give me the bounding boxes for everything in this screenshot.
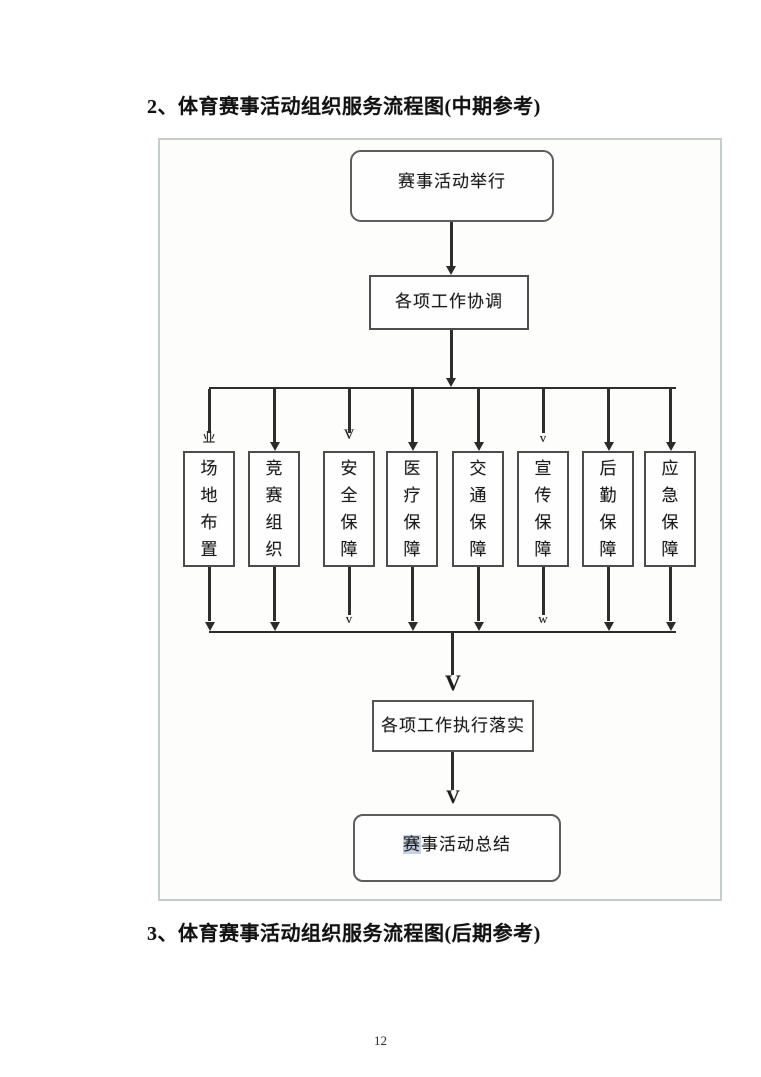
node-event-summary-label: 赛事活动总结 (403, 835, 511, 854)
branch-3-arrow-bottom-line (347, 567, 351, 615)
branch-5-arrow-bottom-line (476, 567, 480, 621)
branch-8-arrowhead-bottom-icon (666, 622, 676, 631)
branch-8-arrowhead-icon (666, 442, 676, 451)
branch-4-box: 医疗保障 (386, 451, 438, 567)
branch-4-arrowhead-icon (408, 442, 418, 451)
node-event-held: 赛事活动举行 (350, 150, 554, 222)
branch-6-arrow-top-line (541, 389, 545, 433)
node-work-coordination-label: 各项工作协调 (395, 292, 503, 311)
branch-1-arrowhead-bottom-icon (205, 622, 215, 631)
branch-3-box: 安全保障 (323, 451, 375, 567)
branch-5-arrowhead-bottom-icon (474, 622, 484, 631)
branch-1-box: 场地布置 (183, 451, 235, 567)
branch-2-box: 竞赛组织 (248, 451, 300, 567)
arrowhead-coord-icon (446, 266, 456, 275)
connector-start-coord (450, 222, 453, 266)
connector-exec-summary (451, 752, 454, 790)
branch-6-label: 宣传保障 (534, 459, 552, 559)
branch-1-arrow-top-line (207, 389, 211, 433)
branch-5-arrow-top-line (476, 389, 480, 442)
branch-6-arrowhead-bottom-glyph-icon: w (538, 611, 548, 626)
arrowhead-distribution-icon (446, 378, 456, 387)
distribution-line (209, 387, 676, 389)
branch-6-box: 宣传保障 (517, 451, 569, 567)
branch-6-arrowhead-glyph-icon: v (539, 430, 547, 445)
branch-8-label: 应急保障 (661, 459, 679, 559)
branch-5-arrowhead-icon (474, 442, 484, 451)
branch-3-label: 安全保障 (340, 459, 358, 559)
branch-2-arrow-bottom-line (272, 567, 276, 621)
branch-1-label: 场地布置 (200, 459, 218, 559)
node-work-execution-label: 各项工作执行落实 (381, 716, 525, 735)
connector-coord-branches (450, 330, 453, 378)
branch-7-arrow-top-line (606, 389, 610, 442)
node-event-held-label: 赛事活动举行 (398, 172, 506, 191)
branch-7-label: 后勤保障 (599, 459, 617, 559)
page-number: 12 (374, 1033, 387, 1048)
branch-3-arrowhead-bottom-glyph-icon: v (345, 611, 353, 626)
branch-2-label: 竞赛组织 (265, 459, 283, 559)
summary-highlighted-char: 赛 (403, 835, 421, 854)
branch-8-arrow-top-line (668, 389, 672, 442)
node-work-coordination: 各项工作协调 (369, 275, 529, 330)
node-event-summary: 赛事活动总结 (353, 814, 561, 882)
branch-4-arrow-top-line (410, 389, 414, 442)
branch-7-arrowhead-bottom-icon (604, 622, 614, 631)
node-work-execution: 各项工作执行落实 (372, 700, 534, 752)
branch-8-arrow-bottom-line (668, 567, 672, 621)
section-heading-lateterm: 3、体育赛事活动组织服务流程图(后期参考) (147, 923, 541, 945)
branch-7-arrowhead-icon (604, 442, 614, 451)
connector-branches-exec (451, 633, 454, 675)
convergence-line (209, 631, 676, 633)
branch-3-arrowhead-glyph-icon: V (343, 427, 355, 443)
arrowhead-summary-glyph-icon: V (446, 787, 460, 808)
section-heading-midterm: 2、体育赛事活动组织服务流程图(中期参考) (147, 96, 541, 118)
branch-4-arrow-bottom-line (410, 567, 414, 621)
branch-2-arrowhead-bottom-icon (270, 622, 280, 631)
branch-8-box: 应急保障 (644, 451, 696, 567)
branch-4-label: 医疗保障 (403, 459, 421, 559)
branch-7-arrow-bottom-line (606, 567, 610, 621)
branch-4-arrowhead-bottom-icon (408, 622, 418, 631)
branch-7-box: 后勤保障 (582, 451, 634, 567)
flowchart-figure: 赛事活动举行 各项工作协调 业场地布置 竞赛组织 V 安全保障 v 医疗保障 交通保障 v 宣传… (158, 138, 722, 901)
arrowhead-exec-glyph-icon: V (445, 670, 461, 695)
branch-1-arrow-bottom-line (207, 567, 211, 621)
branch-5-label: 交通保障 (469, 459, 487, 559)
branch-5-box: 交通保障 (452, 451, 504, 567)
branch-1-arrowhead-glyph-icon: 业 (202, 430, 216, 445)
branch-6-arrow-bottom-line (541, 567, 545, 615)
branch-3-arrow-top-line (347, 389, 351, 433)
branch-2-arrowhead-icon (270, 442, 280, 451)
branch-2-arrow-top-line (272, 389, 276, 442)
